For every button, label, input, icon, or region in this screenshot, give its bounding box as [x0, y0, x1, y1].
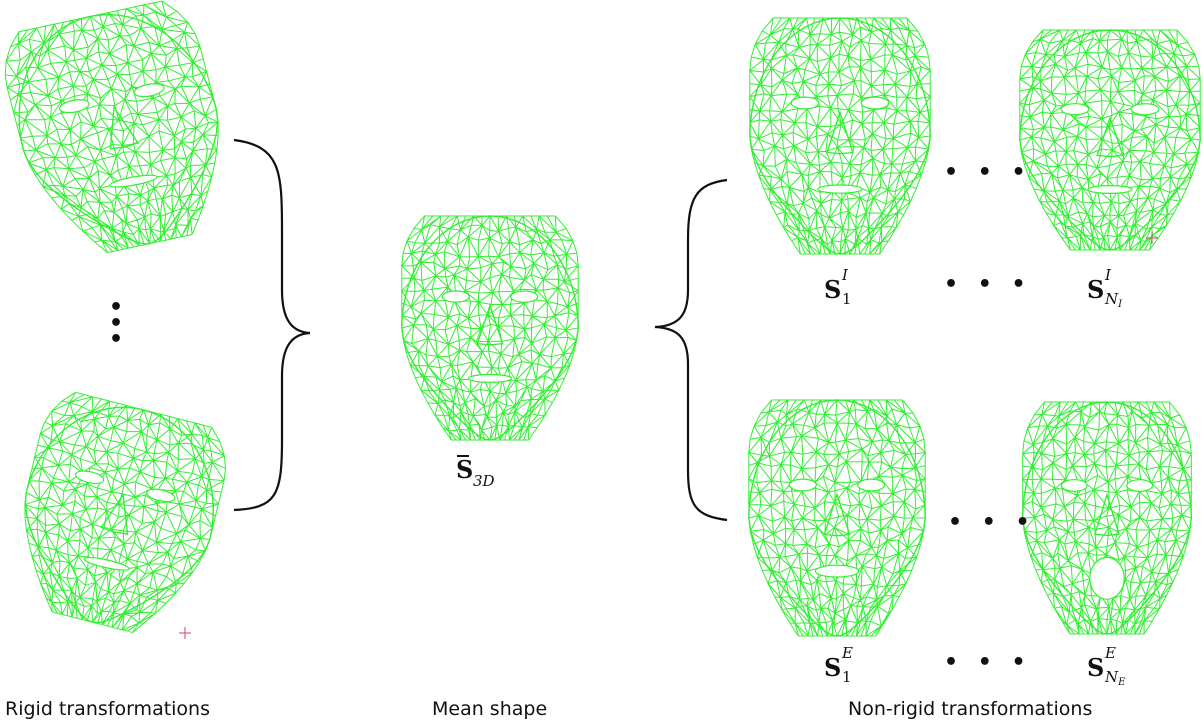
- face-wireframe: [748, 399, 926, 637]
- left-eye: [1060, 103, 1090, 116]
- nose: [823, 492, 851, 537]
- face-outline: [748, 399, 926, 637]
- face-outline: [18, 13, 219, 245]
- mouth: [814, 564, 860, 578]
- face-wireframe: [24, 391, 226, 633]
- nose: [109, 105, 140, 150]
- face-mesh-expression-1: [748, 399, 926, 637]
- mouth: [1087, 185, 1133, 195]
- right-eye: [1130, 103, 1160, 116]
- left-eye: [74, 470, 105, 485]
- ellipsis-expression-faces: • • •: [948, 510, 1036, 535]
- face-mesh-rigid-bottom: [24, 391, 226, 633]
- right-eye: [1126, 479, 1154, 492]
- left-eye: [790, 96, 820, 110]
- left-eye: [58, 99, 90, 114]
- face-wireframe: [401, 215, 579, 441]
- caption-mean-shape: Mean shape: [432, 698, 548, 720]
- right-eye: [860, 96, 890, 110]
- face-mesh-rigid-top: [4, 0, 219, 254]
- mouth: [109, 174, 158, 188]
- face-mesh-identity-1: [749, 17, 931, 255]
- face-outline: [1021, 401, 1193, 635]
- left-brace: [233, 138, 311, 512]
- face-outline: [24, 406, 215, 624]
- right-eye: [146, 488, 176, 503]
- face-outline: [1019, 29, 1201, 251]
- nose: [476, 303, 504, 346]
- face-wireframe: [749, 17, 931, 255]
- left-eye: [441, 290, 470, 303]
- ellipsis-identity-labels: • • •: [944, 272, 1032, 297]
- face-outline: [749, 17, 931, 255]
- nose: [826, 110, 854, 155]
- caption-non-rigid-transformations: Non-rigid transformations: [848, 698, 1093, 720]
- nose: [1094, 492, 1120, 537]
- ellipsis-expression-labels: • • •: [944, 650, 1032, 675]
- mouth: [467, 373, 513, 383]
- mouth: [817, 184, 863, 194]
- face-mesh-expression-n: [1021, 401, 1193, 635]
- caption-rigid-transformations: Rigid transformations: [5, 698, 211, 720]
- face-mesh-mean-shape: [401, 215, 579, 441]
- right-eye: [510, 290, 539, 303]
- left-eye: [788, 478, 817, 492]
- face-mesh-identity-n: [1019, 29, 1201, 251]
- ellipsis-rigid-vertical: • • •: [109, 295, 124, 352]
- open-mouth: [1089, 556, 1125, 600]
- nose: [100, 492, 129, 536]
- label-identity-1: S I 1: [824, 266, 852, 308]
- ellipsis-identity-faces: • • •: [944, 160, 1032, 185]
- nose: [1096, 115, 1124, 158]
- mouth: [83, 556, 130, 571]
- right-eye: [133, 83, 165, 98]
- face-outline: [401, 215, 579, 441]
- left-eye: [1060, 479, 1088, 492]
- marker-rigid-bottom: [179, 627, 191, 639]
- right-eye: [857, 478, 886, 492]
- label-expression-1: S E 1: [824, 644, 853, 686]
- face-wireframe: [1019, 29, 1201, 251]
- right-brace: [654, 178, 728, 522]
- marker-identity-n: [1146, 232, 1158, 244]
- label-identity-n: S I NI: [1087, 266, 1123, 310]
- label-expression-n: S E NE: [1087, 644, 1126, 688]
